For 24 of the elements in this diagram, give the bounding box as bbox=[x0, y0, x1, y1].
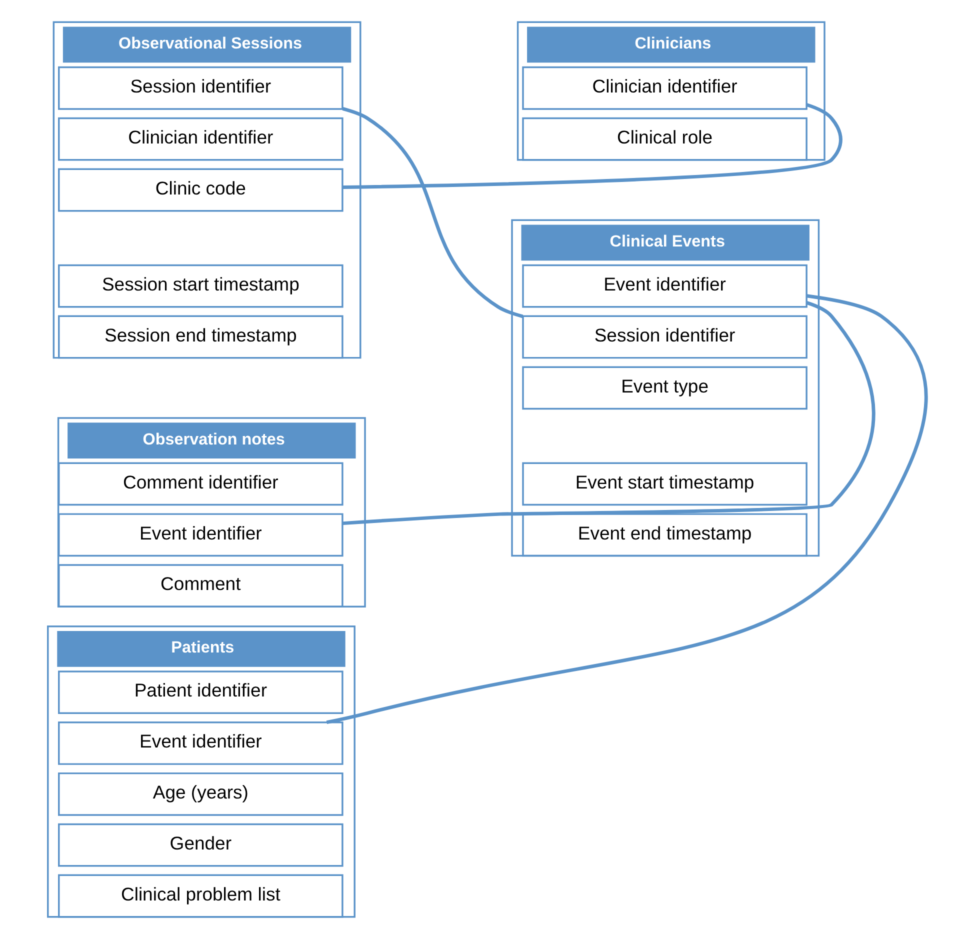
node-box: Comment identifier bbox=[58, 462, 344, 506]
node-box: Event identifier bbox=[522, 264, 808, 308]
node-box: Comment bbox=[58, 564, 344, 608]
connector bbox=[342, 301, 876, 526]
node-box: Clinician identifier bbox=[58, 117, 344, 161]
node-box: Session end timestamp bbox=[58, 315, 344, 359]
connector bbox=[326, 294, 928, 724]
node-box: Event end timestamp bbox=[522, 513, 808, 557]
node-box: Clinical role bbox=[522, 117, 808, 161]
connector bbox=[342, 107, 524, 318]
node-box: Event type bbox=[522, 366, 808, 410]
node-box: Clinic code bbox=[58, 168, 344, 212]
node-box: Session start timestamp bbox=[58, 264, 344, 308]
node-box: Clinical problem list bbox=[58, 874, 344, 918]
node-box: Age (years) bbox=[58, 772, 344, 816]
node-box: Session identifier bbox=[522, 315, 808, 359]
connector bbox=[342, 103, 842, 189]
node-box: Event identifier bbox=[58, 513, 344, 557]
node-box: Clinician identifier bbox=[522, 66, 808, 110]
node-box: Patient identifier bbox=[58, 670, 344, 714]
node-box: Event identifier bbox=[58, 722, 344, 765]
node-box: Gender bbox=[58, 823, 344, 867]
node-box: Event start timestamp bbox=[522, 462, 808, 506]
node-box: Session identifier bbox=[58, 66, 344, 110]
